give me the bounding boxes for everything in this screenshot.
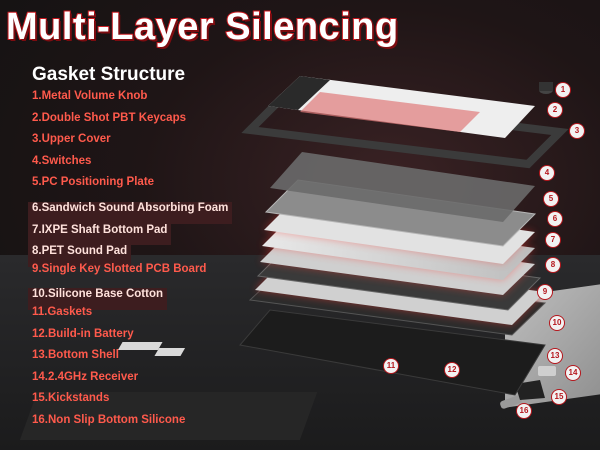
part-label: 8.PET Sound Pad: [28, 245, 132, 267]
part-item: 8.PET Sound Pad: [28, 241, 232, 267]
part-label: 3.Upper Cover: [32, 133, 111, 146]
part-label: 6.Sandwich Sound Absorbing Foam: [28, 201, 233, 224]
callout-badge: 13: [548, 349, 562, 363]
part-item: 13.Bottom Shell: [28, 349, 232, 371]
part-label: 4.Switches: [32, 154, 92, 167]
part-item: 1.Metal Volume Knob: [28, 90, 232, 112]
part-item: 3.Upper Cover: [28, 133, 232, 155]
callout-badge: 5: [544, 192, 558, 206]
part-item: 10.Silicone Base Cotton: [28, 284, 232, 310]
callout-badge: 15: [552, 390, 566, 404]
callout-badge: 7: [546, 233, 560, 247]
callout-badge: 4: [540, 166, 554, 180]
part-label: 12.Build-in Battery: [32, 327, 134, 340]
page-title: Multi-Layer Silencing: [5, 5, 399, 49]
receiver-layer: [538, 366, 556, 376]
part-label: 15.Kickstands: [32, 392, 110, 405]
non-slip-silicone-layer: [500, 395, 522, 409]
volume-knob: [539, 82, 553, 94]
callout-badge: 14: [566, 366, 580, 380]
callout-badge: 1: [556, 83, 570, 97]
callout-badge: 16: [517, 404, 531, 418]
part-label: 1.Metal Volume Knob: [32, 90, 148, 102]
upper-cover-layer: [241, 93, 569, 169]
part-label: 14.2.4GHz Receiver: [32, 370, 139, 383]
part-item: 16.Non Slip Bottom Silicone: [28, 414, 232, 436]
part-label: 2.Double Shot PBT Keycaps: [32, 111, 187, 124]
part-item: 14.2.4GHz Receiver: [28, 371, 232, 393]
part-label: 10.Silicone Base Cotton: [28, 288, 168, 310]
callout-badge: 2: [548, 103, 562, 117]
part-item: 12.Build-in Battery: [28, 328, 232, 350]
bottom-shell-layer: [19, 309, 546, 440]
callout-badge: 9: [538, 285, 552, 299]
part-item: 15.Kickstands: [28, 392, 232, 414]
part-item: 11.Gaskets: [28, 306, 232, 328]
part-item: 6.Sandwich Sound Absorbing Foam: [28, 198, 233, 224]
parts-list: 1.Metal Volume Knob 2.Double Shot PBT Key…: [28, 90, 233, 436]
part-item: 7.IXPE Shaft Bottom Pad: [28, 220, 232, 246]
callout-badge: 10: [550, 316, 564, 330]
part-label: 5.PC Positioning Plate: [32, 176, 155, 189]
page-subtitle: Gasket Structure: [32, 64, 186, 85]
part-item: 2.Double Shot PBT Keycaps: [28, 112, 232, 134]
switches-layer: [270, 152, 535, 222]
kickstand-layer: [515, 380, 545, 400]
part-label: 7.IXPE Shaft Bottom Pad: [28, 223, 172, 246]
part-label: 16.Non Slip Bottom Silicone: [32, 413, 186, 426]
part-label: 9.Single Key Slotted PCB Board: [32, 262, 207, 275]
keycaps-layer: [268, 76, 535, 138]
callout-badge: 12: [445, 363, 459, 377]
part-label: 11.Gaskets: [32, 305, 93, 318]
callout-badge: 8: [546, 258, 560, 272]
part-item: 9.Single Key Slotted PCB Board: [28, 263, 232, 285]
callout-badge: 6: [548, 212, 562, 226]
callout-badge: 3: [570, 124, 584, 138]
part-label: 13.Bottom Shell: [32, 349, 119, 362]
callout-badge: 11: [384, 359, 398, 373]
part-item: 5.PC Positioning Plate: [28, 176, 232, 198]
part-item: 4.Switches: [28, 155, 232, 177]
